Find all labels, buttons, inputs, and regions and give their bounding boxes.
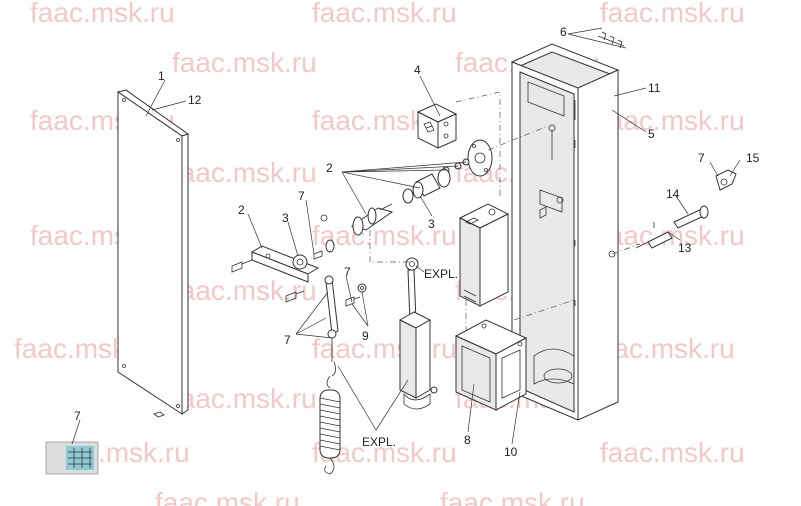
callout-8: 8	[464, 433, 471, 447]
watermark-text: faac.msk.ru	[600, 105, 745, 136]
callout-1: 1	[158, 69, 165, 83]
motor-unit	[458, 203, 547, 307]
leader-lines	[71, 27, 741, 445]
callout-7: 7	[698, 151, 705, 165]
callout-13: 13	[678, 241, 692, 255]
callout-2: 2	[238, 203, 245, 217]
callout-expl: EXPL.	[424, 267, 458, 281]
callout-11: 11	[648, 81, 661, 95]
watermark-text: faac.msk.ru	[172, 47, 317, 78]
top-screws	[597, 31, 625, 49]
callout-14: 14	[666, 187, 680, 201]
watermark-text: faac.msk.ru	[172, 157, 317, 188]
left-bracket	[231, 239, 335, 303]
callout-3: 3	[428, 217, 435, 231]
callout-7: 7	[298, 189, 305, 203]
callout-12: 12	[188, 93, 202, 107]
balance-spring	[319, 375, 341, 475]
watermark-text: faac.msk.ru	[155, 487, 300, 506]
watermark-text: faac.msk.ru	[172, 383, 317, 414]
watermark-text: faac.msk.ru	[312, 0, 457, 28]
callout-2: 2	[326, 161, 333, 175]
cabinet-housing	[510, 43, 620, 421]
bracket-plate	[416, 103, 458, 149]
bolt-set	[345, 283, 367, 307]
watermark-text: faac.msk.ru	[30, 0, 175, 28]
callout-7: 7	[284, 333, 291, 347]
callout-7: 7	[344, 265, 351, 279]
watermark-text: faac.msk.ru	[440, 487, 585, 506]
callout-10: 10	[504, 445, 518, 459]
callout-expl: EXPL.	[362, 435, 396, 449]
callout-3: 3	[282, 211, 289, 225]
watermark-text: faac.msk.ru	[312, 333, 457, 364]
callout-5: 5	[648, 127, 655, 141]
watermark-text: faac.msk.ru	[600, 220, 745, 251]
color-swatch	[45, 441, 99, 475]
callout-7: 7	[74, 409, 81, 423]
callout-4: 4	[414, 63, 421, 77]
callout-labels: 1 12 4 6 11 5 2 2 3 3 7 7 7 7 7 9 8 10 1…	[74, 25, 760, 459]
watermark-text: faac.msk.ru	[600, 0, 745, 28]
link-rod	[324, 275, 339, 377]
watermark-text: faac.msk.ru	[172, 275, 317, 306]
callout-9: 9	[362, 329, 369, 343]
door-panel	[116, 89, 190, 418]
callout-6: 6	[560, 25, 567, 39]
watermark-text: faac.msk.ru	[600, 437, 745, 468]
callout-15: 15	[746, 151, 760, 165]
watermark-text: faac.msk.ru	[312, 220, 457, 251]
hydraulic-piston	[398, 257, 438, 410]
assembly-guide-lines	[369, 91, 641, 330]
control-box	[454, 319, 528, 411]
